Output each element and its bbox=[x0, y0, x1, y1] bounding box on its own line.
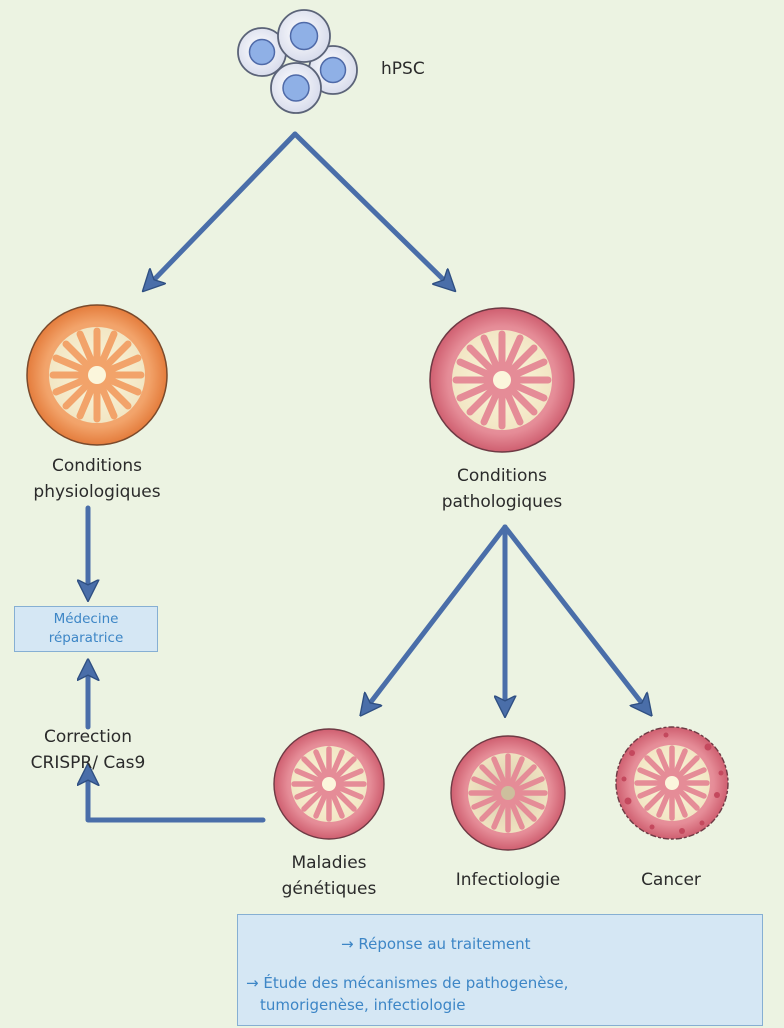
arrow-correction-loop bbox=[88, 770, 263, 820]
genetic-label-line2: génétiques bbox=[259, 876, 399, 902]
repair-medicine-line1: Médecine bbox=[15, 610, 157, 629]
hpsc-label: hPSC bbox=[381, 56, 425, 82]
organoid-infection-icon bbox=[451, 736, 565, 850]
organoid-physiological-icon bbox=[27, 305, 167, 445]
applications-box: → Réponse au traitement → Étude des méca… bbox=[237, 914, 763, 1026]
hpsc-cells-icon bbox=[238, 10, 357, 113]
correction-label-line2: CRISPR/ Cas9 bbox=[20, 750, 156, 776]
pathological-label-line2: pathologiques bbox=[427, 489, 577, 515]
repair-medicine-box: Médecine réparatrice bbox=[14, 606, 158, 652]
physiological-label: Conditions physiologiques bbox=[22, 453, 172, 505]
correction-label-line1: Correction bbox=[20, 724, 156, 750]
arrow-to-genetic bbox=[364, 527, 505, 711]
repair-medicine-line2: réparatrice bbox=[15, 629, 157, 648]
applications-line2: → Étude des mécanismes de pathogenèse, bbox=[246, 972, 568, 995]
organoid-pathological-icon bbox=[430, 308, 574, 452]
genetic-label: Maladies génétiques bbox=[259, 850, 399, 902]
correction-label: Correction CRISPR/ Cas9 bbox=[20, 724, 156, 776]
arrow-to-physiological bbox=[147, 134, 295, 287]
organoid-genetic-icon bbox=[274, 729, 384, 839]
arrow-to-cancer bbox=[505, 527, 648, 711]
physiological-label-line1: Conditions bbox=[22, 453, 172, 479]
cancer-label: Cancer bbox=[611, 867, 731, 893]
genetic-label-line1: Maladies bbox=[259, 850, 399, 876]
infection-label: Infectiologie bbox=[438, 867, 578, 893]
physiological-label-line2: physiologiques bbox=[22, 479, 172, 505]
applications-line3: tumorigenèse, infectiologie bbox=[260, 994, 466, 1017]
pathological-label-line1: Conditions bbox=[427, 463, 577, 489]
pathological-label: Conditions pathologiques bbox=[427, 463, 577, 515]
organoid-cancer-icon bbox=[616, 727, 728, 839]
applications-line1: → Réponse au traitement bbox=[341, 933, 531, 956]
arrow-to-pathological bbox=[295, 134, 451, 287]
